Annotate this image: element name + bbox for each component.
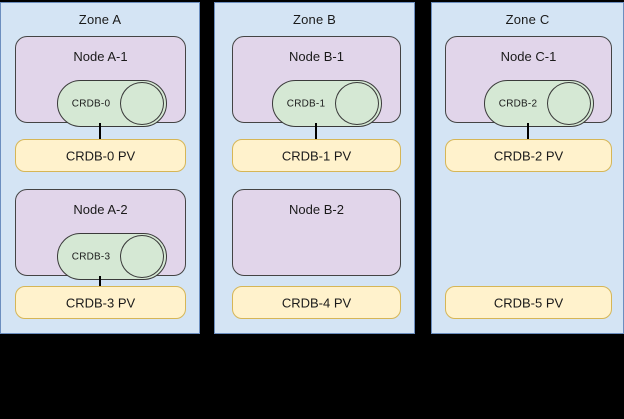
pv-box-crdb-4[interactable]: CRDB-4 PV: [232, 286, 401, 319]
connector-node-a-1-to-pv: [99, 123, 101, 141]
node-title-b-2: Node B-2: [289, 202, 344, 217]
database-label-crdb-0: CRDB-0: [71, 98, 111, 109]
pv-label-crdb-3: CRDB-3 PV: [65, 295, 136, 310]
pv-label-crdb-5: CRDB-5 PV: [493, 295, 564, 310]
zone-title-b: Zone B: [292, 12, 337, 27]
node-title-c-1: Node C-1: [500, 49, 557, 64]
pv-box-crdb-2[interactable]: CRDB-2 PV: [445, 139, 612, 172]
database-cylinder-crdb-3[interactable]: CRDB-3: [57, 233, 167, 280]
pv-box-crdb-0[interactable]: CRDB-0 PV: [15, 139, 186, 172]
database-cylinder-cap-icon: [547, 82, 591, 125]
pv-label-crdb-0: CRDB-0 PV: [65, 148, 136, 163]
zone-title-c: Zone C: [505, 12, 550, 27]
database-label-crdb-3: CRDB-3: [71, 251, 111, 262]
database-cylinder-crdb-2[interactable]: CRDB-2: [484, 80, 594, 127]
pv-label-crdb-1: CRDB-1 PV: [281, 148, 352, 163]
pv-label-crdb-4: CRDB-4 PV: [281, 295, 352, 310]
database-cylinder-cap-icon: [120, 235, 164, 278]
database-cylinder-crdb-1[interactable]: CRDB-1: [272, 80, 382, 127]
node-title-b-1: Node B-1: [289, 49, 344, 64]
pv-box-crdb-3[interactable]: CRDB-3 PV: [15, 286, 186, 319]
database-label-crdb-1: CRDB-1: [286, 98, 326, 109]
node-box-c-1[interactable]: Node C-1 CRDB-2: [445, 36, 612, 127]
database-cylinder-cap-icon: [120, 82, 164, 125]
zone-panel-a[interactable]: Zone A Node A-1 CRDB-0 CRDB-0 PV Node A-…: [0, 2, 200, 334]
database-label-crdb-2: CRDB-2: [498, 98, 538, 109]
connector-node-b-1-to-pv: [315, 123, 317, 141]
zone-panel-b[interactable]: Zone B Node B-1 CRDB-1 CRDB-1 PV Node B-…: [214, 2, 415, 334]
node-box-a-2[interactable]: Node A-2 CRDB-3: [15, 189, 186, 280]
connector-node-c-1-to-pv: [527, 123, 529, 141]
connector-node-a-2-to-pv: [99, 276, 101, 288]
node-box-b-2[interactable]: Node B-2: [232, 189, 401, 276]
database-cylinder-cap-icon: [335, 82, 379, 125]
node-title-a-1: Node A-1: [73, 49, 128, 64]
zone-title-a: Zone A: [78, 12, 122, 27]
pv-label-crdb-2: CRDB-2 PV: [493, 148, 564, 163]
zone-panel-c[interactable]: Zone C Node C-1 CRDB-2 CRDB-2 PV CRDB-5 …: [431, 2, 624, 334]
pv-box-crdb-5[interactable]: CRDB-5 PV: [445, 286, 612, 319]
pv-box-crdb-1[interactable]: CRDB-1 PV: [232, 139, 401, 172]
database-cylinder-crdb-0[interactable]: CRDB-0: [57, 80, 167, 127]
node-box-a-1[interactable]: Node A-1 CRDB-0: [15, 36, 186, 127]
node-box-b-1[interactable]: Node B-1 CRDB-1: [232, 36, 401, 127]
node-title-a-2: Node A-2: [73, 202, 128, 217]
